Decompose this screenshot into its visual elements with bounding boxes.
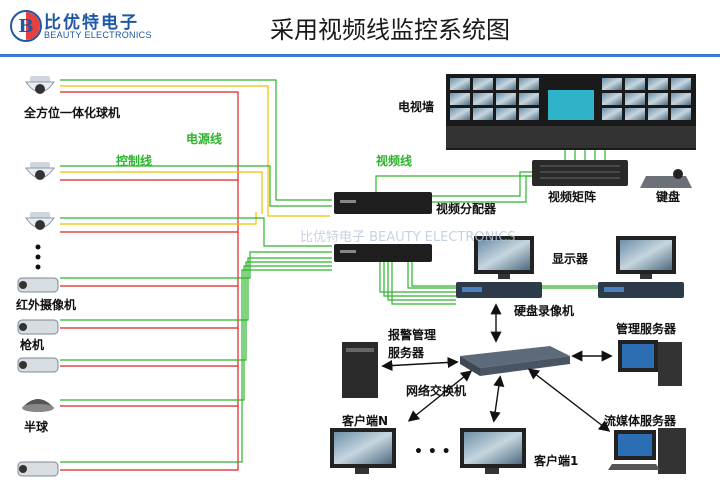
streaming-server-label: 流媒体服务器 [604,414,677,428]
server-tower-icon [342,342,378,398]
client-1-label: 客户端1 [534,454,579,468]
monitor-icon [474,236,534,279]
dome-camera-label: 全方位一体化球机 [24,106,121,120]
keyboard-label: 键盘 [656,190,681,204]
streaming-server-group [608,428,686,474]
mgmt-server-group [618,340,682,386]
network-switch-label: 网络交换机 [406,384,467,398]
bullet-camera-icon [17,319,59,335]
more-cameras-dots [35,244,41,270]
dvr-icon [598,282,684,298]
alarm-server-label-1: 报警管理 [388,328,437,342]
monitor-icon [616,236,676,279]
surveillance-diagram [17,74,696,477]
bullet-camera-label: 枪机 [20,338,45,352]
half-dome-label: 半球 [24,420,49,434]
monitor-label: 显示器 [552,252,589,266]
mgmt-server-label: 管理服务器 [616,322,677,336]
video-matrix-label: 视频矩阵 [548,190,597,204]
client-1-monitor-icon [460,428,526,474]
control-keyboard-icon [640,169,692,188]
client-n-monitor-icon [330,428,396,474]
brand-logo-icon: B [10,10,42,42]
dvr-icon [456,282,542,298]
header-divider [0,54,720,57]
network-arrows [381,303,613,432]
header: B 比优特电子 BEAUTY ELECTRONICS 采用视频线监控系统图 [0,0,720,54]
video-matrix-icon [532,160,628,186]
dome-camera-icon [25,76,55,94]
tv-wall-icon [446,74,696,150]
tv-wall-label: 电视墙 [398,100,435,114]
control-lines [60,85,330,225]
video-distributor-label: 视频分配器 [436,202,497,216]
client-n-label: 客户端N [342,414,389,428]
clients-ellipsis: • • • [414,444,451,460]
svg-text:B: B [18,16,33,37]
alarm-server-label-2: 服务器 [388,346,425,360]
page-title: 采用视频线监控系统图 [270,16,510,44]
watermark: 比优特电子 BEAUTY ELECTRONICS [300,230,516,245]
video-distributor-icon [334,192,432,262]
brand-name-en: BEAUTY ELECTRONICS [44,30,152,40]
ir-camera-label: 红外摄像机 [16,298,77,312]
dome-camera-icon [25,212,55,230]
half-dome-icon [22,399,54,412]
power-lines [60,91,239,471]
bullet-camera-icon [17,357,59,373]
brand-name: 比优特电子 [44,13,139,33]
video-line-label: 视频线 [376,154,413,168]
dvr-label: 硬盘录像机 [514,304,575,318]
control-line-label: 控制线 [116,154,153,168]
dome-camera-icon [25,162,55,180]
network-switch-icon [460,346,570,376]
bullet-camera-icon [17,461,59,477]
ir-camera-icon [17,277,59,293]
power-line-label: 电源线 [186,132,223,146]
